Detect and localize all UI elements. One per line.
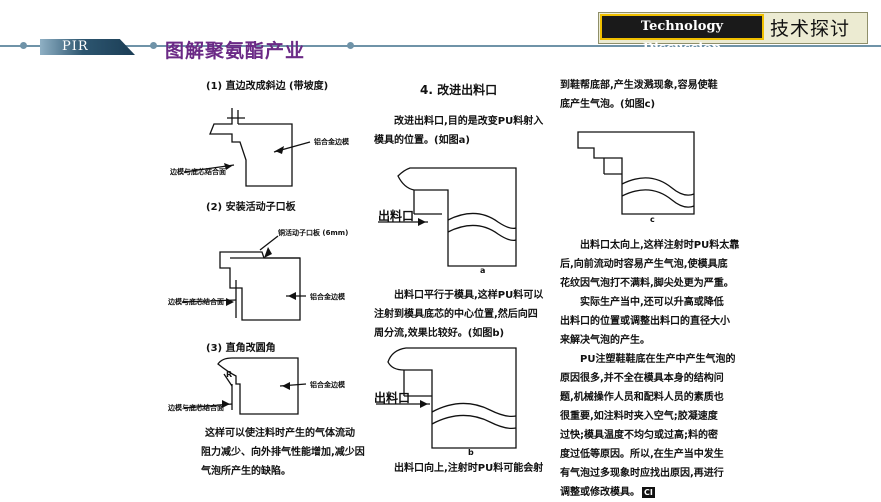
fig1-heading: (1) 直边改成斜边 (带坡度) <box>206 81 329 92</box>
outlet-label-a: 出料口 <box>378 209 415 223</box>
right-paragraph-1: 出料口太向上,这样注射时PU料太靠 后,向前流动时容易产生气泡,使模具底 花纹因… <box>560 236 739 293</box>
arrow-head-7 <box>222 400 230 408</box>
text-line: 模具的位置。(如图a) <box>374 135 470 146</box>
fig2-label-edge-mold: 铝合金边模 <box>310 293 345 301</box>
fig1-label-edge-mold: 铝合金边模 <box>314 138 349 146</box>
fig1-label-joint: 边模与底芯结合面 <box>170 168 226 176</box>
pir-badge <box>40 39 135 55</box>
text-line: 有气泡过多现象时应找出原因,再进行 <box>560 468 724 479</box>
caption-c: c <box>650 215 655 224</box>
right-paragraph-3: PU注塑鞋鞋底在生产中产生气泡的 原因很多,并不全在模具本身的结构问 题,机械操… <box>560 350 735 502</box>
text-line: 出料口平行于模具,这样PU料可以 <box>394 290 544 301</box>
fig2-label-joint: 边模与底芯结合面 <box>168 298 224 306</box>
text-line: 改进出料口,目的是改变PU料射入 <box>394 116 544 127</box>
fig3-label-joint: 边模与底芯结合面 <box>168 404 224 412</box>
text-line: 注射到模具底芯的中心位置,然后向四 <box>374 309 538 320</box>
fig3-heading: (3) 直角改圆角 <box>206 343 276 354</box>
text-line-last: 调整或修改模具。CI <box>560 483 735 502</box>
arrow-head-1 <box>275 146 284 154</box>
text-line: 实际生产当中,还可以升高或降低 <box>580 297 724 308</box>
middle-intro: 改进出料口,目的是改变PU料射入 模具的位置。(如图a) <box>374 112 543 150</box>
arrow-head-4 <box>288 292 296 300</box>
text-line: PU注塑鞋鞋底在生产中产生气泡的 <box>580 354 736 365</box>
arrow-head-2 <box>224 163 232 170</box>
text-line: 这样可以使注料时产生的气体流动 <box>205 428 355 439</box>
fig2-heading: (2) 安装活动子口板 <box>206 202 296 213</box>
mold-fig-c <box>577 131 695 215</box>
caption-a: a <box>480 266 486 275</box>
arrow-head-3 <box>264 247 272 258</box>
page-title: 图解聚氨酯产业 <box>165 40 306 62</box>
outlet-label-b: 出料口 <box>374 391 411 405</box>
arrow-head-a <box>418 218 426 226</box>
text-line: 出料口的位置或调整出料口的直径大小 <box>560 316 730 327</box>
arrow-head-b <box>420 400 428 408</box>
text-line: 原因很多,并不全在模具本身的结构问 <box>560 373 724 384</box>
text-line: 到鞋帮底部,产生泼溅现象,容易使鞋 <box>560 80 718 91</box>
fig3-label-radius: R <box>226 370 233 379</box>
text-line: 出料口太向上,这样注射时PU料太靠 <box>580 240 740 251</box>
text-line: 题,机械操作人员和配料人员的素质也 <box>560 392 724 403</box>
arrow-head-5 <box>226 298 234 306</box>
text-line: 来解决气泡的产生。 <box>560 335 650 346</box>
rule-dot-left <box>20 42 27 49</box>
text-line: 底产生气泡。(如图c) <box>560 99 656 110</box>
arrow-head-6 <box>282 382 290 390</box>
section-tag-cn: 技术探讨 <box>770 18 851 40</box>
caption-b: b <box>468 448 474 457</box>
rule-dot-right <box>347 42 354 49</box>
middle-last-line: 出料口向上,注射时PU料可能会射 <box>394 463 544 474</box>
pir-badge-label: PIR <box>62 39 89 54</box>
mold-fig-a <box>378 167 517 267</box>
mold-fig-2 <box>181 235 306 321</box>
section-heading: 4. 改进出料口 <box>420 83 498 97</box>
text-line: 周分流,效果比较好。(如图b) <box>374 328 505 339</box>
text-line: 后,向前流动时容易产生气泡,使模具底 <box>560 259 728 270</box>
right-top: 到鞋帮底部,产生泼溅现象,容易使鞋 底产生气泡。(如图c) <box>560 76 718 114</box>
rule-dot-mid <box>150 42 157 49</box>
text-line: 过快;模具温度不均匀或过高;料的密 <box>560 430 718 441</box>
text-line: 气泡所产生的缺陷。 <box>201 466 291 477</box>
text-line: 阻力减少、向外排气性能增加,减少因 <box>201 447 365 458</box>
middle-paragraph: 出料口平行于模具,这样PU料可以 注射到模具底芯的中心位置,然后向四 周分流,效… <box>374 286 543 343</box>
section-tag-en: Technology Discussion <box>600 14 764 56</box>
text-line: 花纹因气泡打不满料,脚尖处更为严重。 <box>560 278 734 289</box>
fig3-label-edge-mold: 铝合金边模 <box>310 381 345 389</box>
header-rule <box>0 45 881 47</box>
left-paragraph: 这样可以使注料时产生的气体流动 阻力减少、向外排气性能增加,减少因 气泡所产生的… <box>201 424 365 481</box>
fig2-label-plate: 铜活动子口板 (6mm) <box>278 229 349 237</box>
right-paragraph-2: 实际生产当中,还可以升高或降低 出料口的位置或调整出料口的直径大小 来解决气泡的… <box>560 293 730 350</box>
text-line: 调整或修改模具。 <box>560 487 640 498</box>
text-line: 度过低等原因。所以,在生产当中发生 <box>560 449 724 460</box>
text-line: 很重要,如注料时夹入空气;胶凝速度 <box>560 411 718 422</box>
end-mark-icon: CI <box>642 487 655 498</box>
